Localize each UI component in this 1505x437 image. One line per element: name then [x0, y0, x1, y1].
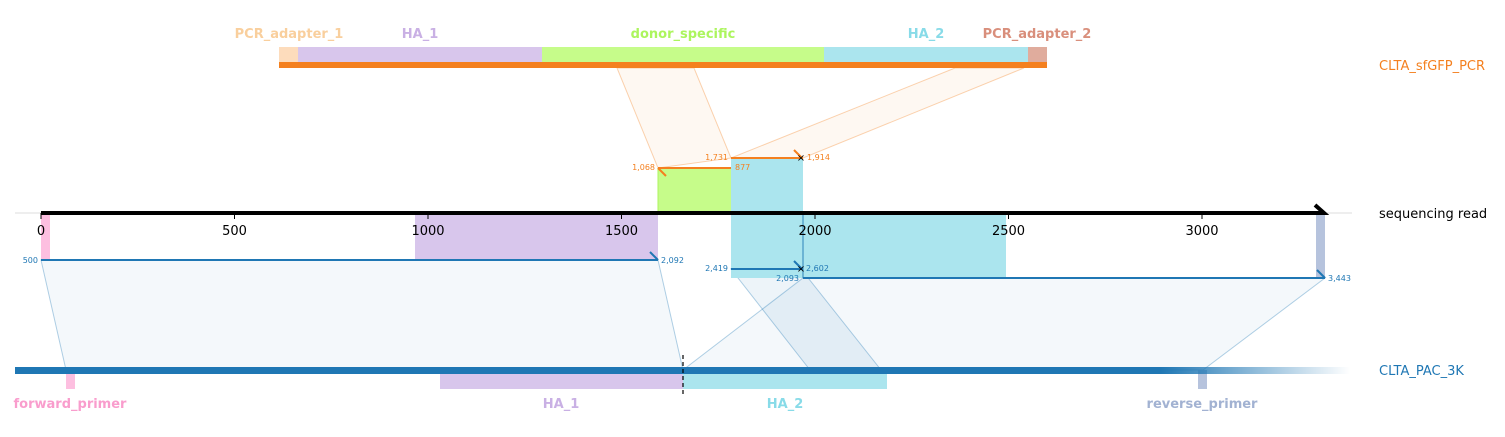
- pac-alignment-1-end-mark: [649, 251, 659, 261]
- reference-bar-fade: [1160, 367, 1350, 374]
- pcr-feature-ha-2: [824, 47, 1028, 65]
- pcr-amplicon-name: CLTA_sfGFP_PCR: [1379, 59, 1485, 74]
- read-axis: 0 500 1000 1500 2000 2500 3000 sequencing read: [15, 203, 1487, 239]
- ref-feature-reverse-primer: [1198, 370, 1207, 389]
- pac-alignment-1-start-label: 500: [23, 256, 38, 265]
- ref-label-ha-1: HA_1: [543, 397, 580, 412]
- pcr-feature-ha-1: [298, 47, 542, 65]
- read-shade-forward-primer: [41, 213, 50, 260]
- read-shade-ha2-upper: [731, 158, 803, 213]
- read-shade-reverse-primer: [1316, 213, 1325, 278]
- ref-label-reverse-primer: reverse_primer: [1147, 397, 1259, 412]
- read-shade-ha1: [415, 213, 658, 260]
- pcr-band-ha2: [730, 67, 1025, 159]
- pcr-alignment-segments: 1,068 877 × 1,731 1,914: [632, 149, 830, 177]
- pcr-feature-donor-specific: [542, 47, 824, 65]
- ref-feature-forward-primer: [66, 370, 75, 389]
- pac-alignment-2-x-mark: ×: [797, 264, 805, 275]
- pcr-feature-pcr-adapter-1: [279, 47, 298, 65]
- pcr-alignment-1-end-mark: [657, 167, 667, 177]
- read-axis-arrowhead: [1313, 203, 1330, 215]
- pac-alignment-2-start-label: 2,419: [705, 264, 728, 273]
- pcr-alignment-2-end-label: 1,914: [807, 153, 830, 162]
- pac-alignment-segments: 500 2,092 × 2,419 2,602 2,093 3,443: [23, 251, 1351, 283]
- ref-feature-ha-2: [683, 370, 887, 389]
- pac-alignment-1-end-label: 2,092: [661, 256, 684, 265]
- read-tick-label: 2500: [992, 224, 1025, 239]
- pac-alignment-3-end-label: 3,443: [1328, 274, 1351, 283]
- read-tick-label: 3000: [1185, 224, 1218, 239]
- pac-band-ha1: [40, 259, 684, 371]
- read-tick-label: 1500: [605, 224, 638, 239]
- pcr-connector-bands: [616, 67, 1025, 169]
- pcr-label-ha-2: HA_2: [908, 27, 945, 42]
- read-shade-donor: [658, 168, 731, 213]
- read-name: sequencing read: [1379, 207, 1487, 222]
- ref-label-forward-primer: forward_primer: [14, 397, 128, 412]
- pcr-label-pcr-adapter-1: PCR_adapter_1: [235, 27, 344, 42]
- pcr-alignment-2-x-mark: ×: [797, 153, 805, 164]
- read-tick-label: 0: [37, 224, 45, 239]
- reference-track: forward_primer HA_1 HA_2 reverse_primer …: [14, 355, 1464, 412]
- pcr-label-ha-1: HA_1: [402, 27, 439, 42]
- pac-alignment-3-end-mark: [1316, 269, 1326, 279]
- pcr-label-donor-specific: donor_specific: [631, 27, 736, 42]
- reference-name: CLTA_PAC_3K: [1379, 364, 1464, 379]
- pac-connector-bands: [40, 259, 1327, 371]
- ref-label-ha-2: HA_2: [767, 397, 804, 412]
- pac-alignment-3-start-label: 2,093: [776, 274, 799, 283]
- pcr-alignment-2-start-label: 1,731: [705, 153, 728, 162]
- read-shade-ha2-lower: [731, 213, 1006, 278]
- read-tick-label: 2000: [798, 224, 831, 239]
- pac-alignment-2-end-label: 2,602: [806, 264, 829, 273]
- pcr-amplicon-track: PCR_adapter_1 HA_1 donor_specific HA_2 P…: [235, 27, 1485, 74]
- read-tick-label: 500: [222, 224, 247, 239]
- pcr-label-pcr-adapter-2: PCR_adapter_2: [983, 27, 1092, 42]
- read-axis-ticks: 0 500 1000 1500 2000 2500 3000: [37, 213, 1219, 239]
- pac-alignment-2-end-mark: [793, 260, 803, 270]
- read-feature-shading: [41, 158, 1325, 278]
- reference-bar: [15, 367, 1160, 374]
- ref-feature-ha-1: [440, 370, 683, 389]
- pcr-alignment-2-end-mark: [793, 149, 803, 159]
- pcr-feature-pcr-adapter-2: [1028, 47, 1047, 65]
- pcr-alignment-1-start-label: 1,068: [632, 163, 655, 172]
- pcr-amplicon-bar: [279, 62, 1047, 68]
- read-tick-label: 1000: [411, 224, 444, 239]
- pcr-alignment-1-end-label: 877: [735, 163, 750, 172]
